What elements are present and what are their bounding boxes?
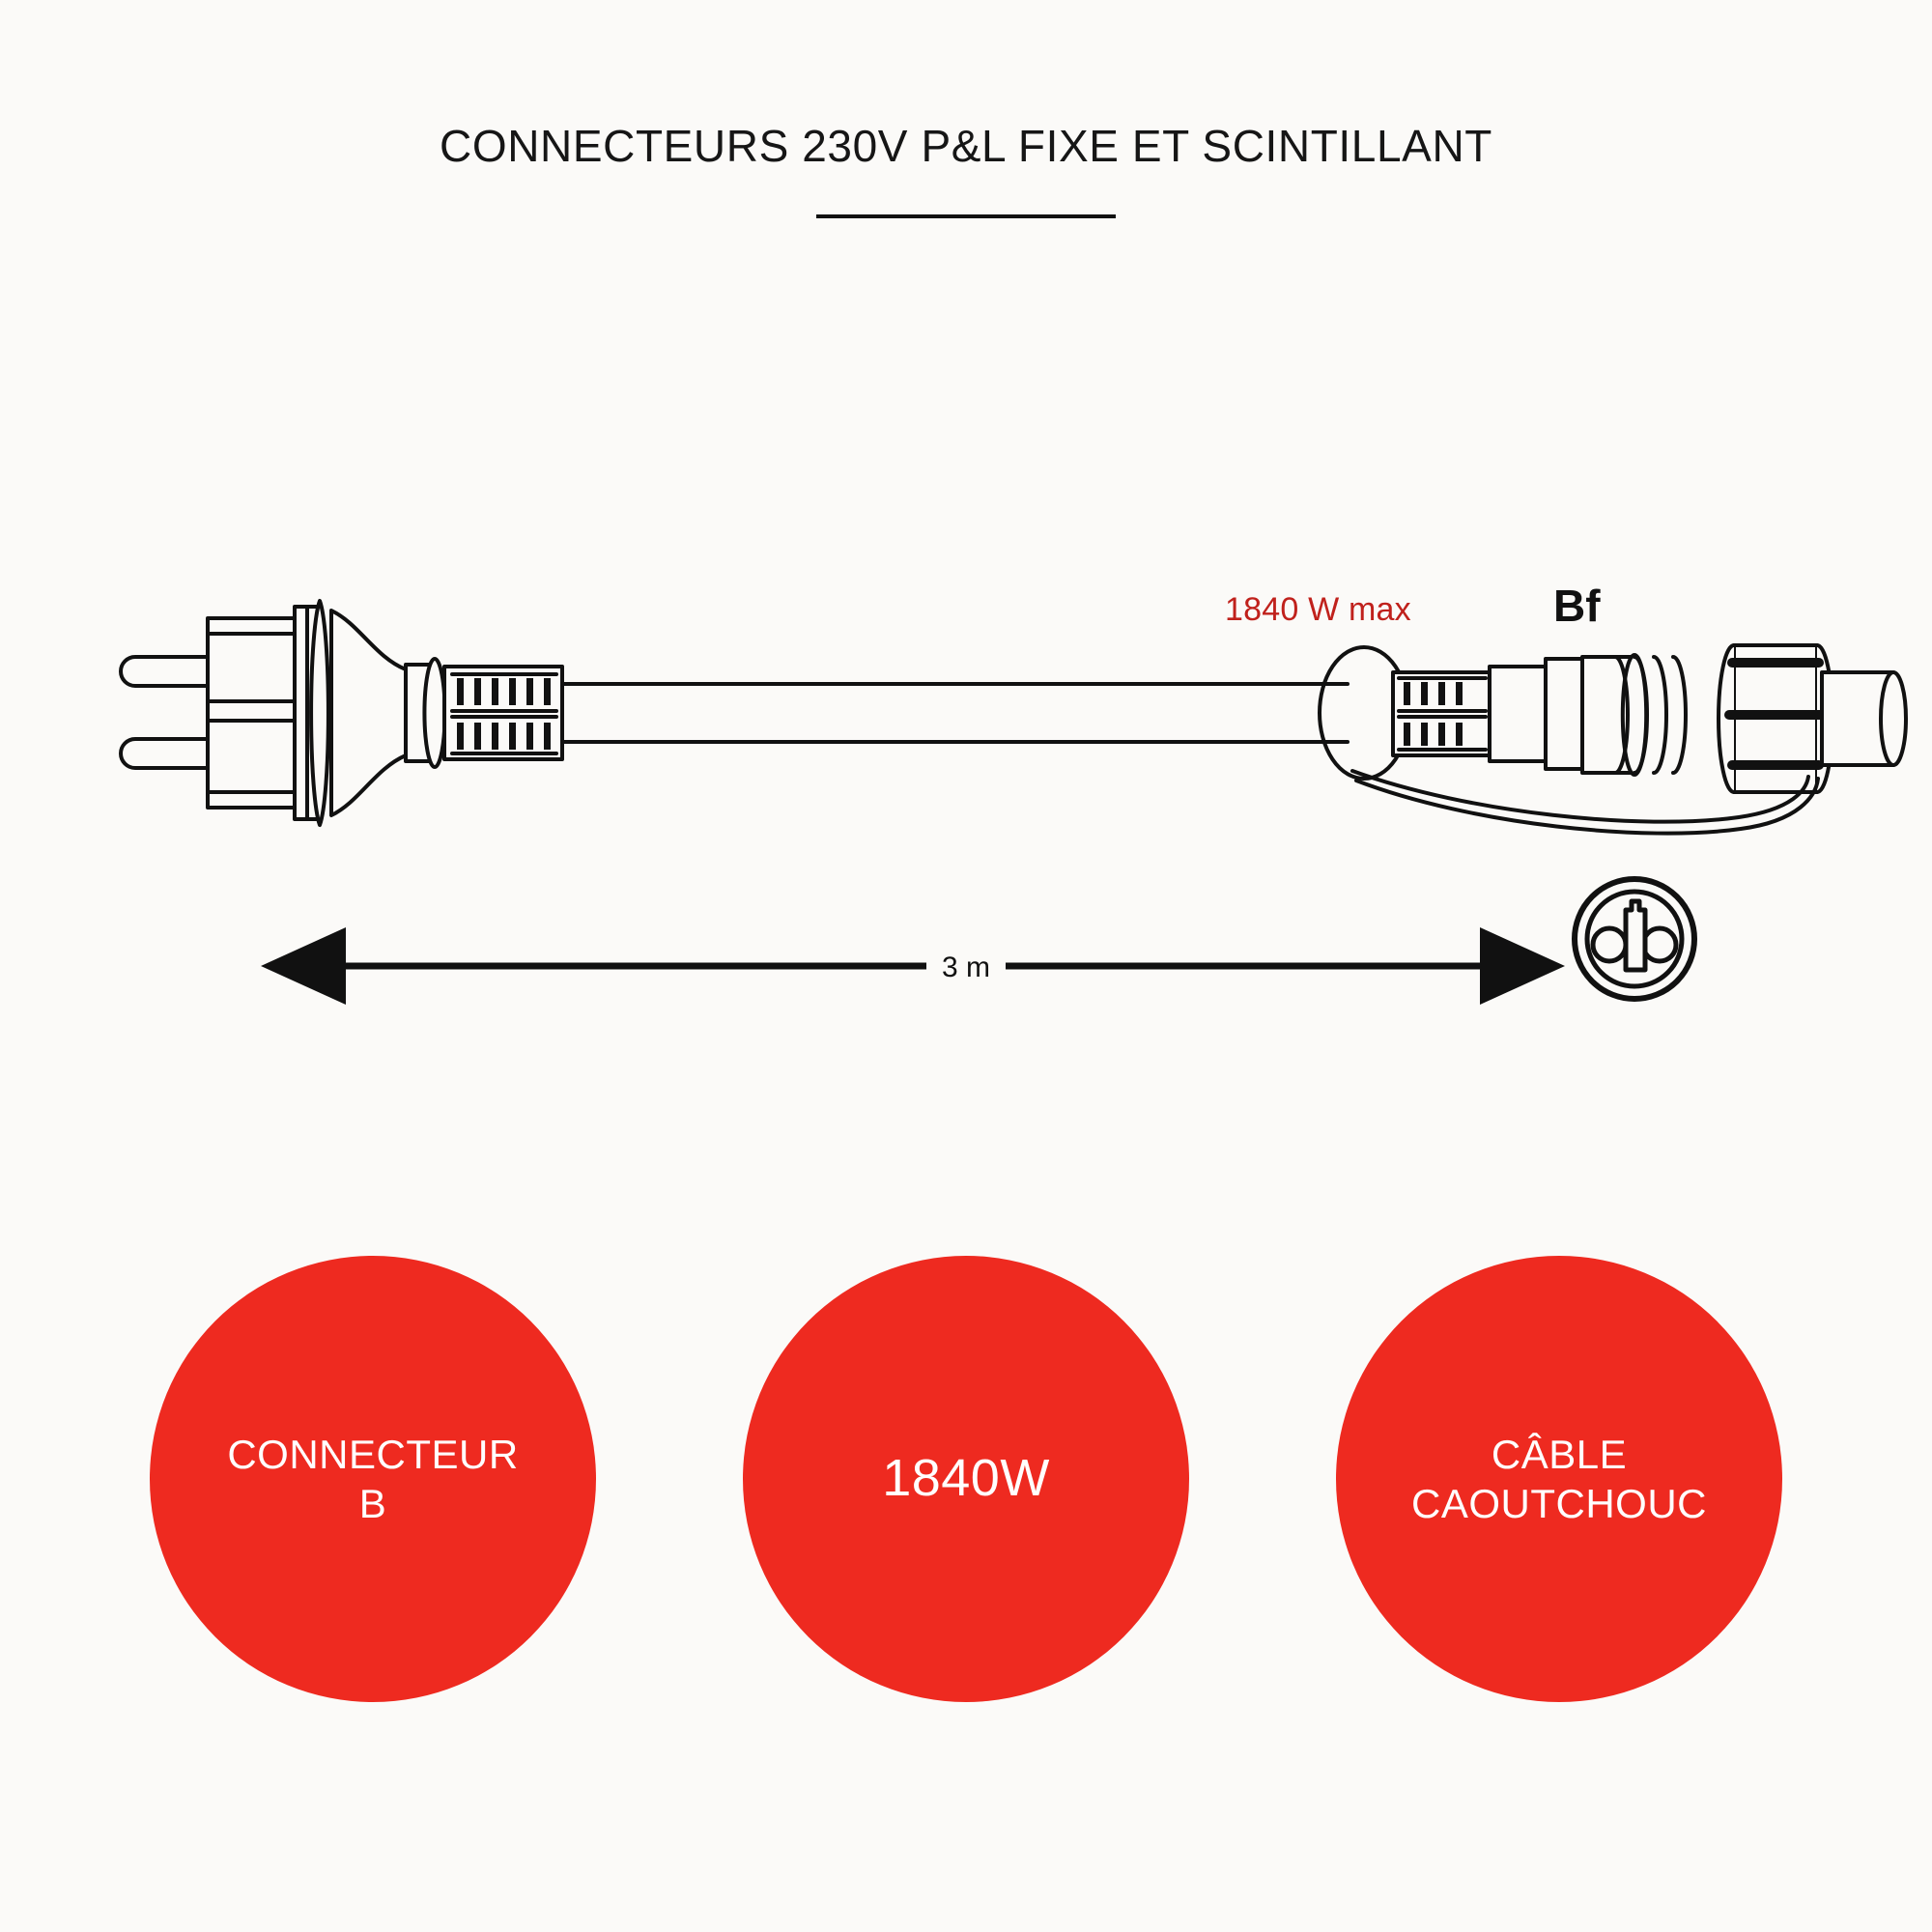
end-cap [1717,643,1908,794]
tether-cord [1350,769,1820,836]
feature-circle-connector: CONNECTEUR B [150,1256,596,1702]
connector-barrel [1488,657,1584,771]
arrowhead-left [261,927,346,1005]
plug-ribbed-sleeve [442,665,564,761]
plug-body [206,616,297,810]
feature-circle-cable-label: CÂBLE CAOUTCHOUC [1411,1431,1707,1526]
page-title: CONNECTEURS 230V P&L FIXE ET SCINTILLANT [440,121,1492,171]
connector-code-label: Bf [1553,581,1601,631]
title-block: CONNECTEURS 230V P&L FIXE ET SCINTILLANT [0,124,1932,218]
plug-collar [293,599,330,827]
plug-strain-relief [329,609,408,817]
cable-run [560,682,1350,744]
dimension-arrow [0,908,1932,1024]
wattage-callout: 1840 W max [1225,591,1411,628]
title-divider-rule [816,214,1116,218]
product-drawing [0,541,1932,1043]
socket-face [1572,876,1697,1002]
arrowhead-right [1480,927,1565,1005]
connector-ribbed-sleeve [1391,670,1492,757]
feature-circle-cable: CÂBLE CAOUTCHOUC [1336,1256,1782,1702]
threaded-connector-nose [1580,653,1688,777]
feature-circle-group: CONNECTEUR B 1840W CÂBLE CAOUTCHOUC [0,1256,1932,1710]
feature-circle-power-label: 1840W [882,1449,1050,1508]
feature-circle-connector-label: CONNECTEUR B [227,1431,519,1526]
plug-grip-ring [404,657,447,769]
feature-circle-power: 1840W [743,1256,1189,1702]
